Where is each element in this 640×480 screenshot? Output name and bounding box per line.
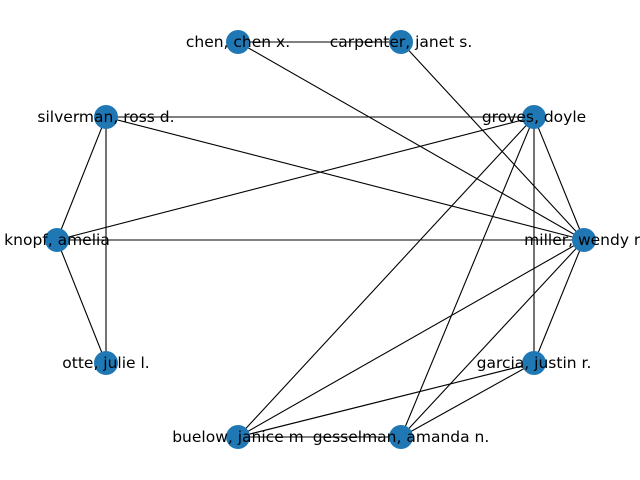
node-buelow[interactable] xyxy=(226,425,250,449)
node-groves[interactable] xyxy=(522,105,546,129)
node-knopf[interactable] xyxy=(45,228,69,252)
edge-miller-garcia xyxy=(533,239,585,364)
nodes-layer xyxy=(45,30,596,449)
node-label-buelow: buelow, janice m xyxy=(172,428,304,446)
edge-groves-miller xyxy=(533,116,585,241)
node-miller[interactable] xyxy=(572,228,596,252)
edge-groves-gesselman xyxy=(400,116,535,438)
edge-miller-buelow xyxy=(237,239,585,438)
node-carpenter[interactable] xyxy=(389,30,413,54)
edge-groves-buelow xyxy=(237,116,535,438)
edge-knopf-groves xyxy=(56,116,535,241)
node-label-silverman: silverman, ross d. xyxy=(37,108,174,126)
node-label-miller: miller, wendy r. xyxy=(524,231,640,249)
edge-miller-gesselman xyxy=(400,239,585,438)
edge-chen-miller xyxy=(237,41,585,241)
edge-silverman-miller xyxy=(105,116,585,241)
node-label-gesselman: gesselman, amanda n. xyxy=(313,428,490,446)
node-label-knopf: knopf, amelia xyxy=(4,231,110,249)
node-garcia[interactable] xyxy=(522,351,546,375)
edge-knopf-otte xyxy=(56,239,107,364)
node-silverman[interactable] xyxy=(94,105,118,129)
node-label-otte: otte, julie l. xyxy=(62,354,149,372)
node-gesselman[interactable] xyxy=(389,425,413,449)
labels-layer: carpenter, janet s. chen, chen x. silverma… xyxy=(4,33,640,446)
edge-silverman-knopf xyxy=(56,116,107,241)
node-label-garcia: garcia, justin r. xyxy=(477,354,592,372)
edge-carpenter-miller xyxy=(400,41,585,241)
node-label-groves: groves, doyle xyxy=(482,108,586,126)
node-label-carpenter: carpenter, janet s. xyxy=(330,33,473,51)
edges-layer xyxy=(56,41,585,438)
edge-garcia-buelow xyxy=(237,362,535,438)
node-otte[interactable] xyxy=(94,351,118,375)
edge-garcia-gesselman xyxy=(400,362,535,438)
node-chen[interactable] xyxy=(226,30,250,54)
node-label-chen: chen, chen x. xyxy=(186,33,290,51)
